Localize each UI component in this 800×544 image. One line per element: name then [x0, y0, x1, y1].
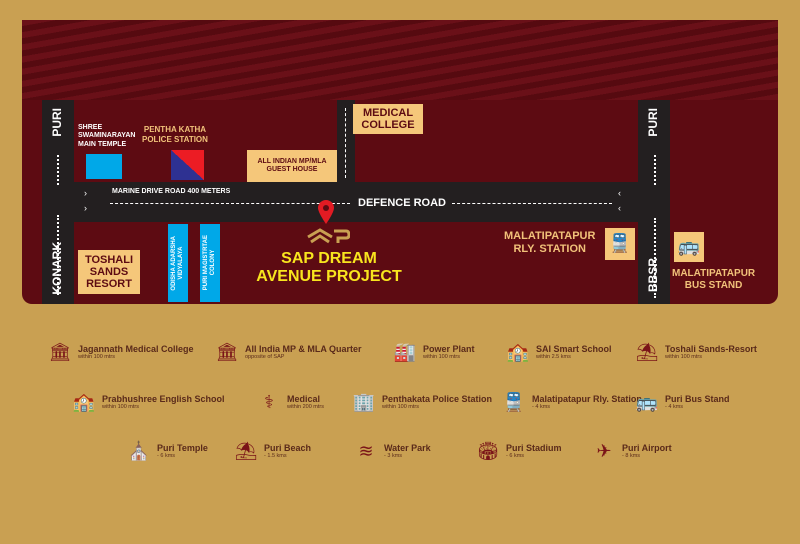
- medical-icon: ⚕: [264, 391, 274, 412]
- school-icon: 🏫: [72, 391, 96, 412]
- legend-title: Malatipatapur Rly. Station: [532, 394, 642, 404]
- road-label-marine-drive: MARINE DRIVE ROAD 400 METERS: [112, 188, 231, 195]
- location-map: › › ‹ ‹ PURI KONARK PURI BBSR MARINE DRI…: [22, 20, 778, 304]
- legend-distance: within 2.5 kms: [536, 354, 571, 360]
- legend-distance: within 200 mtrs: [287, 404, 324, 410]
- legend-item: ⛪ Puri Temple- 6 kms: [127, 440, 208, 462]
- road-centerline: [452, 203, 612, 204]
- legend-distance: within 100 mtrs: [102, 404, 139, 410]
- wave-pattern-banner: [22, 20, 778, 100]
- legend-distance: - 1.5 kms: [264, 453, 287, 459]
- police-station-icon: 🏢: [352, 391, 376, 412]
- legend-item: ≋ Water Park- 3 kms: [354, 440, 431, 462]
- legend-title: Penthakata Police Station: [382, 394, 493, 404]
- road-label-puri-left: PURI: [50, 108, 64, 137]
- parliament-icon: 🏛: [215, 341, 239, 362]
- route-dots: [345, 108, 346, 178]
- arrow-icon: ‹: [618, 203, 621, 213]
- legend-distance: - 4 kms: [532, 404, 551, 410]
- legend-title: Puri Bus Stand: [665, 394, 730, 404]
- stadium-icon: 🏟: [476, 440, 500, 461]
- school-icon: 🏫: [506, 341, 530, 362]
- arrow-icon: ‹: [618, 188, 621, 198]
- legend-title: SAI Smart School: [536, 344, 612, 354]
- legend-distance: - 6 kms: [157, 453, 176, 459]
- legend-distance: opposite of SAP: [245, 354, 285, 360]
- legend-title: Prabhushree English School: [102, 394, 225, 404]
- train-icon: 🚆: [605, 228, 635, 260]
- sap-logo-icon: [307, 228, 350, 244]
- legend-distance: within 100 mtrs: [382, 404, 419, 410]
- hospital-icon: 🏛: [48, 341, 72, 362]
- legend-title: Jagannath Medical College: [78, 344, 194, 354]
- bus-icon: 🚌: [674, 232, 704, 262]
- legend-title: Toshali Sands-Resort: [665, 344, 757, 354]
- beach-icon: ⛱: [234, 440, 258, 461]
- legend-distance: within 100 mtrs: [423, 354, 460, 360]
- legend-distance: within 100 mtrs: [78, 354, 115, 360]
- temple-icon: ⛪: [127, 440, 151, 461]
- legend-title: Power Plant: [423, 344, 475, 354]
- legend-title: Water Park: [384, 443, 431, 453]
- legend-distance: - 4 kms: [665, 404, 684, 410]
- legend-item: 🏟 Puri Stadium- 6 kms: [476, 440, 562, 462]
- train-icon: 🚆: [502, 391, 526, 412]
- road-centerline: [110, 203, 350, 204]
- umbrella-icon: ⛱: [635, 341, 659, 362]
- legend-title: Medical: [287, 394, 321, 404]
- legend-item: 🚆 Malatipatapur Rly. Station- 4 kms: [502, 391, 642, 413]
- route-dots: [654, 218, 656, 298]
- legend-item: 🚌 Puri Bus Stand- 4 kms: [635, 391, 730, 413]
- legend-title: Puri Airport: [622, 443, 672, 453]
- legend-title: Puri Temple: [157, 443, 208, 453]
- legend-title: Puri Stadium: [506, 443, 562, 453]
- route-dots: [57, 215, 59, 295]
- arrow-icon: ›: [84, 203, 87, 213]
- legend-distance: - 8 kms: [622, 453, 641, 459]
- water-park-icon: ≋: [358, 440, 374, 461]
- road-label-defence: DEFENCE ROAD: [355, 197, 450, 209]
- legend-distance: within 100 mtrs: [665, 354, 702, 360]
- legend-title: Puri Beach: [264, 443, 312, 453]
- police-marker: [171, 150, 204, 180]
- arrow-icon: ›: [84, 188, 87, 198]
- route-dots: [57, 155, 59, 185]
- road-medical: [337, 100, 355, 184]
- road-label-bbsr: BBSR: [646, 258, 660, 293]
- road-label-puri-right: PURI: [646, 108, 660, 137]
- factory-icon: 🏭: [393, 341, 417, 362]
- bus-icon: 🚌: [635, 391, 659, 412]
- legend-distance: - 3 kms: [384, 453, 403, 459]
- location-pin-icon: [318, 200, 334, 224]
- legend-title: All India MP & MLA Quarter: [245, 344, 362, 354]
- temple-marker: [86, 154, 122, 179]
- airport-icon: ✈: [596, 440, 612, 461]
- route-dots: [654, 155, 656, 185]
- legend-distance: - 6 kms: [506, 453, 525, 459]
- road-label-konark: KONARK: [50, 242, 64, 295]
- legend-item: ✈ Puri Airport- 8 kms: [592, 440, 672, 462]
- legend-item: ⛱ Puri Beach- 1.5 kms: [234, 440, 311, 462]
